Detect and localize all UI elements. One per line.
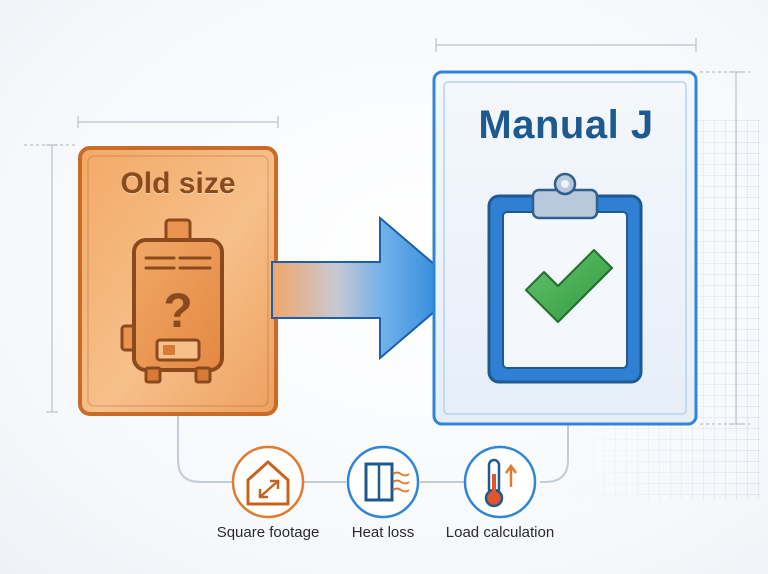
old-size-title: Old size [120,167,236,200]
factor-connectors [177,415,569,483]
load-calculation-label: Load calculation [445,524,555,541]
question-mark: ? [163,285,192,338]
transition-arrow [271,215,464,361]
window-heat-icon [346,445,420,519]
house-resize-icon [231,445,305,519]
dimension-lines [24,38,750,425]
square-footage-label: Square footage [216,524,320,541]
thermometer-icon [463,445,537,519]
heat-loss-label: Heat loss [351,524,415,541]
manual-j-title: Manual J [478,103,654,147]
water-heater-icon: ? [120,218,224,384]
checkmark-icon [525,249,613,323]
